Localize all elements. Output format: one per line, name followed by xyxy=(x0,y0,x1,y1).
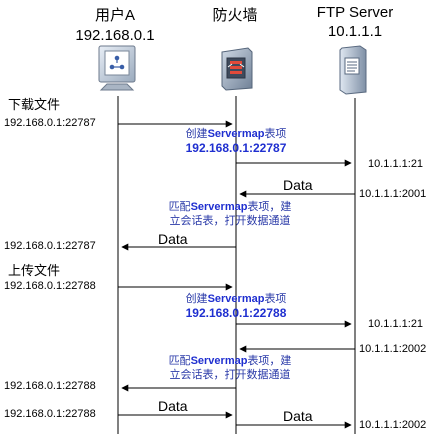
dl-client-port: 192.168.0.1:22787 xyxy=(4,117,96,129)
ul-note-create-prefix: 创建 xyxy=(185,293,208,305)
ul-note-match-prefix: 匹配 xyxy=(168,355,191,367)
server-ip: 10.1.1.1 xyxy=(327,23,383,40)
dl-data-to-client: Data xyxy=(158,231,188,247)
upload-title: 上传文件 xyxy=(8,263,61,278)
ul-note-create-keyword: Servermap xyxy=(207,293,265,305)
server-name: FTP Server xyxy=(316,4,394,21)
firewall-header: 防火墙 xyxy=(190,4,280,25)
ul-client-port-return: 192.168.0.1:22788 xyxy=(4,380,96,392)
server-icon xyxy=(339,45,367,95)
ul-server-data: 10.1.1.1:2002 xyxy=(359,343,427,355)
ul-client-port-send: 192.168.0.1:22788 xyxy=(4,408,96,420)
dl-server-ctrl: 10.1.1.1:21 xyxy=(368,158,424,170)
ul-server-ctrl: 10.1.1.1:21 xyxy=(368,318,424,330)
dl-note-match-prefix: 匹配 xyxy=(168,201,191,213)
ul-server-data-final: 10.1.1.1:2002 xyxy=(359,419,427,431)
dl-note-create-keyword: Servermap xyxy=(207,128,265,140)
server-header: FTP Server 10.1.1.1 xyxy=(300,4,410,40)
dl-note-create-prefix: 创建 xyxy=(185,128,208,140)
user-ip: 192.168.0.1 xyxy=(75,27,155,44)
pc-icon xyxy=(98,45,136,91)
dl-server-data: 10.1.1.1:2001 xyxy=(359,188,427,200)
user-header: 用户A 192.168.0.1 xyxy=(60,4,170,44)
ul-note-match-line2: 立会话表，打开数据通道 xyxy=(169,369,291,381)
ul-note-match-keyword: Servermap xyxy=(190,355,248,367)
dl-note-match-keyword: Servermap xyxy=(190,201,248,213)
ul-note-match: 匹配Servermap表项，建 立会话表，打开数据通道 xyxy=(150,354,310,382)
dl-client-port-return: 192.168.0.1:22787 xyxy=(4,240,96,252)
ul-note-create-suffix: 表项 xyxy=(264,293,287,305)
firewall-name: 防火墙 xyxy=(212,7,258,24)
ul-note-create-value: 192.168.0.1:22788 xyxy=(185,306,287,320)
ul-client-port: 192.168.0.1:22788 xyxy=(4,280,96,292)
dl-note-match-suffix: 表项，建 xyxy=(247,201,292,213)
dl-data-from-server: Data xyxy=(283,177,313,193)
dl-note-match-line2: 立会话表，打开数据通道 xyxy=(169,215,291,227)
dl-note-create: 创建Servermap表项 192.168.0.1:22787 xyxy=(156,127,316,155)
dl-note-create-value: 192.168.0.1:22787 xyxy=(185,141,287,155)
dl-note-match: 匹配Servermap表项，建 立会话表，打开数据通道 xyxy=(150,200,310,228)
ul-note-create: 创建Servermap表项 192.168.0.1:22788 xyxy=(156,292,316,320)
ul-note-match-suffix: 表项，建 xyxy=(247,355,292,367)
dl-note-create-suffix: 表项 xyxy=(264,128,287,140)
firewall-icon xyxy=(221,47,253,91)
ul-data-to-server: Data xyxy=(283,408,313,424)
ul-data-from-client: Data xyxy=(158,398,188,414)
download-title: 下载文件 xyxy=(8,97,61,112)
user-name: 用户A xyxy=(94,7,135,24)
